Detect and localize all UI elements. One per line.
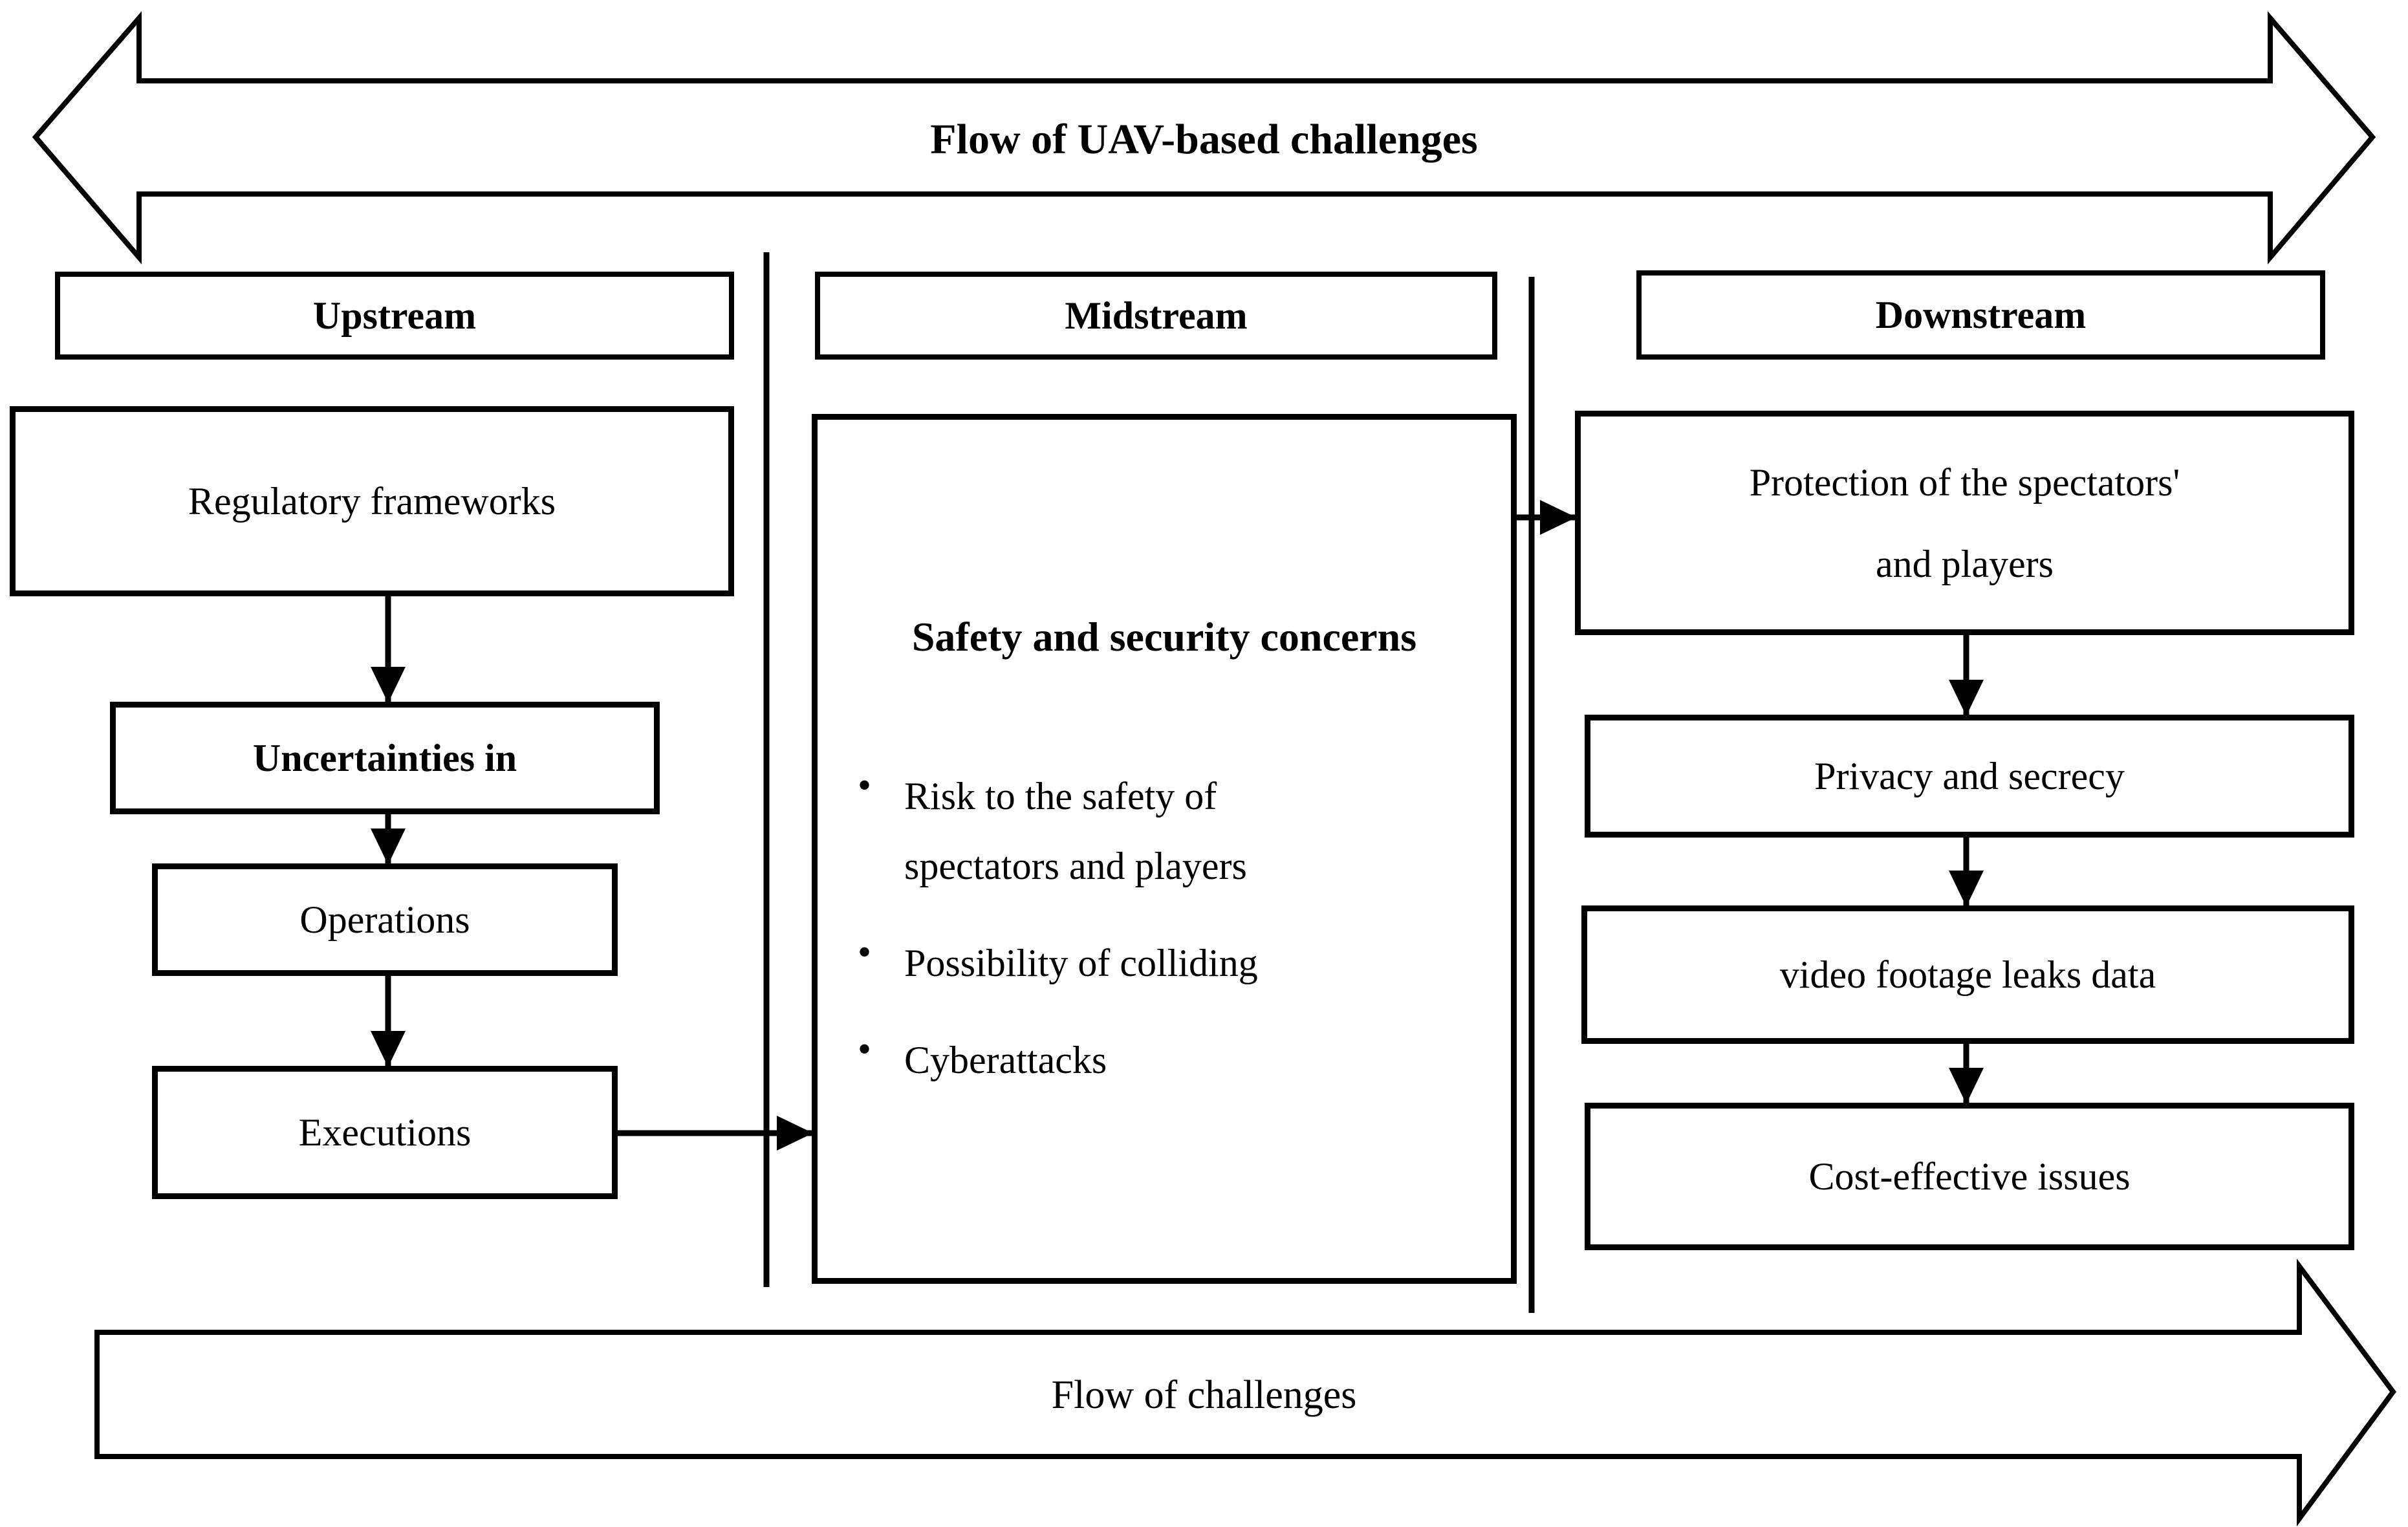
top-flow-arrow-label: Flow of UAV-based challenges: [930, 116, 1478, 163]
uncertainties-box: Uncertainties in: [110, 702, 660, 814]
safety-security-title-line1: Safety and security: [911, 614, 1250, 660]
protection-line2: and players: [1876, 542, 2054, 585]
protection-line1: Protection of the spectators': [1749, 460, 2180, 504]
operations-box: Operations: [152, 863, 618, 976]
upstream-header-box: Upstream: [55, 272, 734, 360]
bullet-dot-icon: •: [858, 764, 872, 807]
executions-box: Executions: [152, 1066, 618, 1199]
midstream-header-box: Midstream: [815, 272, 1497, 360]
bullet-colliding-line1: Possibility of colliding: [904, 942, 1258, 984]
bullet-risk-line2: spectators and players: [904, 845, 1247, 887]
regulatory-frameworks-box: Regulatory frameworks: [10, 406, 734, 596]
safety-security-bullet-list: • Risk to the safety of spectators and p…: [858, 761, 1498, 1122]
downstream-header-box: Downstream: [1636, 270, 2325, 360]
bottom-flow-arrow-shape: [94, 1258, 2396, 1527]
bullet-risk-to-safety: • Risk to the safety of spectators and p…: [858, 761, 1498, 901]
safety-security-concerns-box: Safety and security concerns • Risk to t…: [812, 414, 1517, 1284]
bullet-dot-icon: •: [858, 1028, 872, 1070]
privacy-secrecy-box: Privacy and secrecy: [1585, 715, 2354, 838]
video-footage-leaks-box: video footage leaks data: [1581, 905, 2354, 1044]
protection-box: Protection of the spectators' and player…: [1575, 411, 2354, 635]
bottom-flow-arrow-label: Flow of challenges: [1051, 1373, 1357, 1417]
bullet-risk-line1: Risk to the safety of: [904, 775, 1217, 818]
bullet-cyberattacks: • Cyberattacks: [858, 1025, 1498, 1095]
bullet-dot-icon: •: [858, 931, 872, 973]
bullet-cyberattacks-line1: Cyberattacks: [904, 1039, 1107, 1081]
cost-effective-issues-box: Cost-effective issues: [1585, 1103, 2354, 1250]
safety-security-title-line2: concerns: [1260, 614, 1417, 660]
safety-security-title: Safety and security concerns: [818, 596, 1511, 678]
bullet-possibility-of-colliding: • Possibility of colliding: [858, 928, 1498, 998]
top-flow-arrow-shape: [32, 11, 2376, 265]
